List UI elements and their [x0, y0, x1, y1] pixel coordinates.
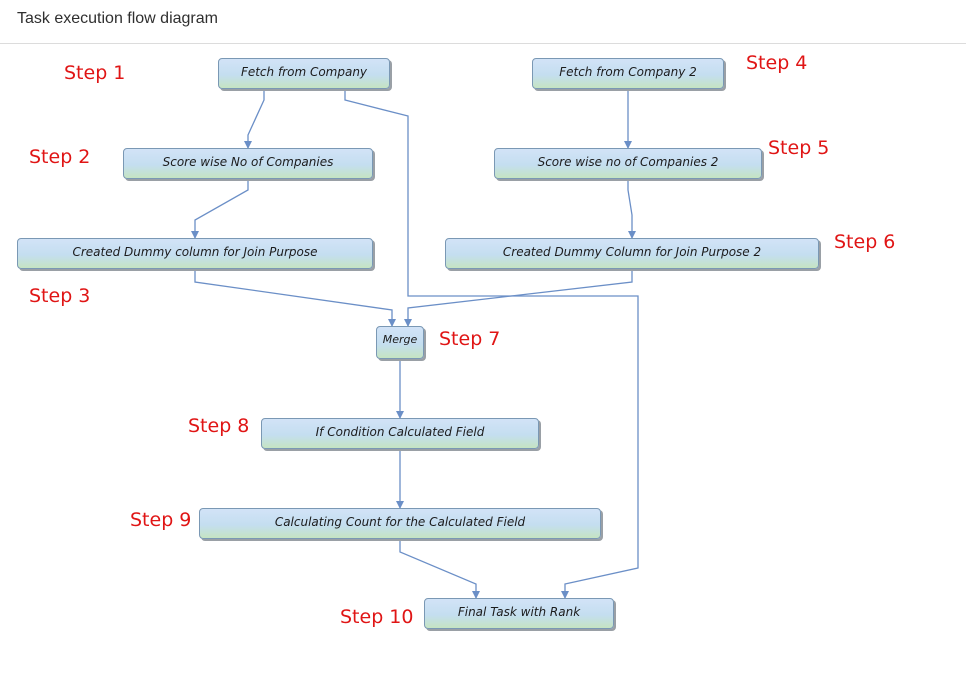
edge-fetch1-final: [344, 90, 639, 599]
panel-header: Task execution flow diagram: [0, 0, 966, 44]
node-dummy-column-1[interactable]: Created Dummy column for Join Purpose: [17, 238, 373, 269]
edge-dummy1-merge: [194, 269, 396, 327]
step-label-10: Step 10: [340, 606, 414, 628]
node-fetch-company-1[interactable]: Fetch from Company: [218, 58, 390, 89]
page-title: Task execution flow diagram: [17, 10, 218, 27]
node-score-companies-1[interactable]: Score wise No of Companies: [123, 148, 373, 179]
node-final-task[interactable]: Final Task with Rank: [424, 598, 614, 629]
node-fetch-company-2[interactable]: Fetch from Company 2: [532, 58, 724, 89]
edge-dummy2-merge: [404, 269, 633, 327]
step-label-1: Step 1: [64, 62, 126, 84]
node-if-condition[interactable]: If Condition Calculated Field: [261, 418, 539, 449]
edge-fetch1-score1: [244, 90, 265, 149]
step-label-4: Step 4: [746, 52, 808, 74]
step-label-2: Step 2: [29, 146, 91, 168]
step-label-8: Step 8: [188, 415, 250, 437]
edge-score1-dummy1: [191, 180, 249, 239]
node-merge[interactable]: Merge: [376, 326, 424, 359]
step-label-5: Step 5: [768, 137, 830, 159]
step-label-9: Step 9: [130, 509, 192, 531]
step-label-7: Step 7: [439, 328, 501, 350]
step-label-6: Step 6: [834, 231, 896, 253]
step-label-3: Step 3: [29, 285, 91, 307]
edge-calc-final: [399, 540, 480, 599]
node-score-companies-2[interactable]: Score wise no of Companies 2: [494, 148, 762, 179]
node-calculating-count[interactable]: Calculating Count for the Calculated Fie…: [199, 508, 601, 539]
node-dummy-column-2[interactable]: Created Dummy Column for Join Purpose 2: [445, 238, 819, 269]
edge-score2-dummy2: [627, 180, 636, 239]
